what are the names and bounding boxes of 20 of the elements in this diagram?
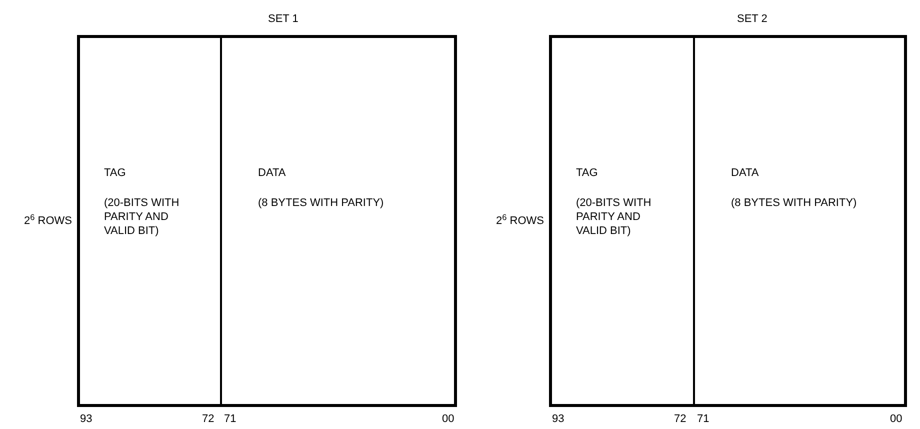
field-title: DATA bbox=[731, 166, 759, 180]
bit-number: 00 bbox=[442, 412, 454, 426]
field-title: TAG bbox=[104, 166, 127, 180]
field-description: (8 BYTES WITH PARITY) bbox=[258, 196, 384, 210]
field-description: (20-BITS WITH PARITY AND VALID BIT) bbox=[576, 196, 652, 238]
set-title: SET 1 bbox=[268, 12, 298, 26]
field-description: (20-BITS WITH PARITY AND VALID BIT) bbox=[104, 196, 180, 238]
row-count-label: 2$^{6}$ ROWS bbox=[24, 214, 72, 228]
bit-number: 00 bbox=[890, 412, 902, 426]
set-title: SET 2 bbox=[737, 12, 768, 26]
bit-number: 93 bbox=[80, 412, 92, 426]
bit-number: 93 bbox=[552, 412, 564, 426]
field-title: DATA bbox=[258, 166, 286, 180]
row-count-label: 2$^{6}$ ROWS bbox=[496, 214, 544, 228]
field-title: TAG bbox=[576, 166, 599, 180]
bit-number: 71 bbox=[224, 412, 236, 426]
bit-number: 72 bbox=[202, 412, 214, 426]
bit-number: 72 bbox=[674, 412, 686, 426]
field-description: (8 BYTES WITH PARITY) bbox=[731, 196, 857, 210]
bit-number: 71 bbox=[697, 412, 710, 426]
